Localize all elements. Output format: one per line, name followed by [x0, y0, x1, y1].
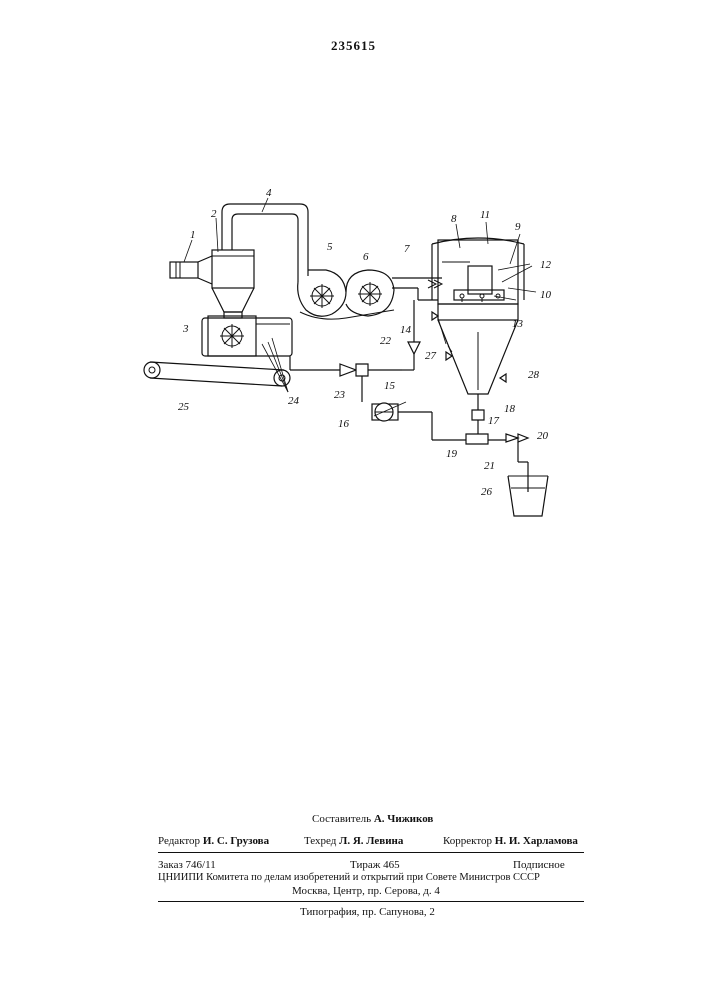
label-17: 17	[488, 415, 500, 427]
editor-line: Редактор И. С. Грузова	[158, 835, 269, 847]
label-11: 11	[480, 209, 490, 221]
valve-20	[506, 434, 528, 442]
label-9: 9	[515, 221, 521, 233]
org-line: ЦНИИПИ Комитета по делам изобретений и о…	[158, 872, 540, 883]
label-13: 13	[512, 318, 524, 330]
label-28: 28	[528, 369, 540, 381]
label-7: 7	[404, 243, 410, 255]
label-27: 27	[425, 350, 437, 362]
label-25: 25	[178, 401, 190, 413]
techred-line: Техред Л. Я. Левина	[304, 835, 403, 847]
label-23: 23	[334, 389, 346, 401]
editor-name: И. С. Грузова	[203, 835, 269, 847]
pump-16	[372, 403, 398, 421]
label-15: 15	[384, 380, 396, 392]
address-line: Москва, Центр, пр. Серова, д. 4	[292, 885, 440, 897]
label-14: 14	[400, 324, 412, 336]
label-21: 21	[484, 460, 495, 472]
separator-2	[212, 250, 254, 318]
pipe-7	[392, 278, 442, 300]
label-22: 22	[380, 335, 392, 347]
valve-22	[356, 364, 368, 376]
valve-14	[408, 342, 420, 354]
label-3: 3	[182, 323, 189, 335]
compiler-role: Составитель	[312, 813, 371, 825]
label-6: 6	[363, 251, 369, 263]
order-number: Заказ 746/11	[158, 859, 216, 871]
duct-4	[222, 204, 308, 282]
corrector-line: Корректор Н. И. Харламова	[443, 835, 578, 847]
fan-5	[298, 270, 346, 316]
label-12: 12	[540, 259, 552, 271]
techred-name: Л. Я. Левина	[339, 835, 403, 847]
fan-6	[300, 270, 394, 319]
valve-19	[466, 434, 488, 444]
subscription: Подписное	[513, 859, 565, 871]
feeder-3	[202, 316, 292, 356]
divider-1	[158, 852, 584, 853]
label-4: 4	[266, 187, 272, 199]
compiler-line: Составитель А. Чижиков	[312, 813, 433, 825]
corrector-name: Н. И. Харламова	[495, 835, 578, 847]
circulation: Тираж 465	[350, 859, 400, 871]
corrector-role: Корректор	[443, 835, 492, 847]
label-24: 24	[288, 395, 300, 407]
inlet-pipe	[170, 256, 212, 284]
compiler-name: А. Чижиков	[374, 813, 434, 825]
valve-28	[500, 374, 506, 382]
techred-role: Техред	[304, 835, 336, 847]
valve-18	[472, 410, 484, 420]
label-18: 18	[504, 403, 516, 415]
callout-labels: 1 2 4 3 5 6 7 8 9 11 12 10 13 14 22 23 2…	[178, 187, 552, 498]
editor-role: Редактор	[158, 835, 200, 847]
label-16: 16	[338, 418, 350, 430]
label-26: 26	[481, 486, 493, 498]
label-20: 20	[537, 430, 549, 442]
label-5: 5	[327, 241, 333, 253]
label-19: 19	[446, 448, 458, 460]
label-2: 2	[211, 208, 217, 220]
conveyor-25	[144, 362, 290, 386]
label-8: 8	[451, 213, 457, 225]
scrubber-tank	[432, 238, 524, 394]
label-1: 1	[190, 229, 196, 241]
printer-line: Типография, пр. Сапунова, 2	[300, 906, 435, 918]
label-10: 10	[540, 289, 552, 301]
valve-23	[340, 364, 356, 376]
divider-2	[158, 901, 584, 902]
